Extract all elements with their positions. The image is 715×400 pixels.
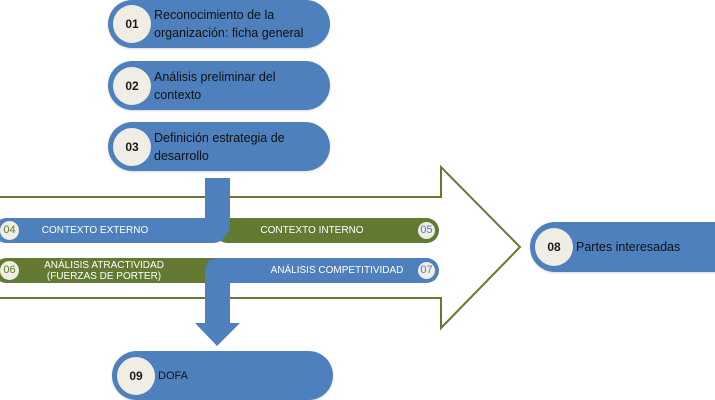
step-number: 01 <box>113 5 151 43</box>
band-label: ANÁLISIS COMPETITIVIDAD <box>270 265 404 276</box>
badge-04: 04 <box>0 220 19 240</box>
step-03: 03 Definición estrategia de desarrollo <box>108 122 330 171</box>
band-label: CONTEXTO INTERNO <box>260 225 364 236</box>
step-label: DOFA <box>158 369 188 382</box>
step-number: 03 <box>113 127 151 166</box>
badge-06: 06 <box>0 260 19 280</box>
band-contexto-interno: CONTEXTO INTERNO 05 <box>215 218 439 243</box>
big-right-arrow-outline <box>0 164 522 331</box>
band-analisis-atractividad: 06 ANÁLISIS ATRACTIVIDAD (FUERZAS DE POR… <box>0 258 234 283</box>
step-number: 08 <box>535 228 573 266</box>
band-label: CONTEXTO EXTERNO <box>41 225 149 236</box>
step-01: 01 Reconocimiento de la organización: fi… <box>108 0 330 48</box>
step-number: 09 <box>117 356 155 395</box>
band-analisis-competitividad: ANÁLISIS COMPETITIVIDAD 07 <box>205 258 439 283</box>
step-label: Reconocimiento de la organización: ficha… <box>154 8 304 40</box>
step-label: Definición estrategia de desarrollo <box>154 130 285 163</box>
step-label: Análisis preliminar del contexto <box>154 69 276 102</box>
badge-05: 05 <box>417 220 436 240</box>
band-contexto-externo: 04 CONTEXTO EXTERNO <box>0 218 226 243</box>
step-label: Partes interesadas <box>576 240 681 254</box>
step-08: 08 Partes interesadas <box>530 222 715 272</box>
step-02: 02 Análisis preliminar del contexto <box>108 61 330 110</box>
step-number: 02 <box>113 66 151 105</box>
step-09: 09 DOFA <box>112 351 333 400</box>
badge-07: 07 <box>417 260 436 280</box>
band-label: ANÁLISIS ATRACTIVIDAD (FUERZAS DE PORTER… <box>44 259 164 282</box>
